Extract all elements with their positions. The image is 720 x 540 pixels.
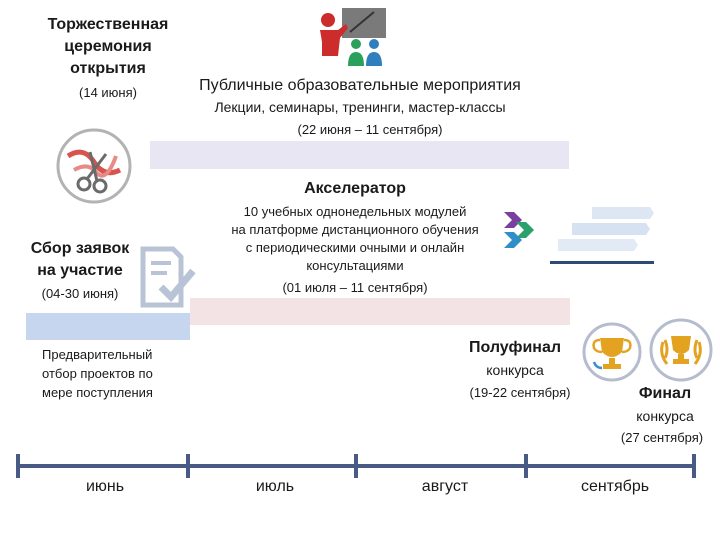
preselection-line-2: отбор проектов по: [42, 366, 153, 381]
ceremony-title-line-1: Торжественная: [20, 16, 196, 34]
presenter-board-icon: [316, 6, 388, 70]
final-title: Финал: [610, 385, 720, 403]
accelerator-title: Акселератор: [250, 180, 460, 198]
applications-title-line-1: Сбор заявок: [20, 240, 140, 258]
month-label-june: июнь: [60, 478, 150, 496]
final-subtitle: конкурса: [610, 408, 720, 424]
applications-title-line-2: на участие: [20, 262, 140, 280]
timeline-tick-september-start: [524, 454, 528, 478]
preselection-line-1: Предварительный: [42, 347, 152, 362]
timeline-tick-august-start: [354, 454, 358, 478]
semifinal-subtitle: конкурса: [445, 362, 585, 378]
public-events-subtitle: Лекции, семинары, тренинги, мастер-класс…: [160, 99, 560, 115]
accelerator-desc-line-3: с периодическими очными и онлайн: [200, 240, 510, 255]
accelerator-desc-line-4: консультациями: [200, 258, 510, 273]
public-events-bar: [150, 141, 569, 169]
timeline-tick-june-start: [16, 454, 20, 478]
accelerator-dates: (01 июля – 11 сентября): [200, 280, 510, 295]
public-events-dates: (22 июня – 11 сентября): [220, 122, 520, 137]
month-label-july: июль: [230, 478, 320, 496]
applications-dates: (04-30 июня): [20, 286, 140, 301]
month-label-august: август: [400, 478, 490, 496]
accelerator-desc-line-2: на платформе дистанционного обучения: [200, 222, 510, 237]
month-label-september: сентябрь: [560, 478, 670, 496]
ribbon-scissors-icon: [54, 126, 134, 206]
accelerator-desc-line-1: 10 учебных однонедельных модулей: [200, 204, 510, 219]
semifinal-dates: (19-22 сентября): [440, 385, 600, 400]
ceremony-title-line-3: открытия: [20, 60, 196, 78]
applications-bar: [26, 313, 190, 340]
timeline-tick-september-end: [692, 454, 696, 478]
accelerator-bar: [190, 298, 570, 325]
ceremony-title-line-2: церемония: [20, 38, 196, 56]
preselection-line-3: мере поступления: [42, 385, 153, 400]
final-dates: (27 сентября): [604, 430, 720, 445]
trophy-laurel-icon: [649, 318, 713, 382]
public-events-title: Публичные образовательные мероприятия: [160, 77, 560, 95]
chevron-arrows-icon: [502, 210, 542, 250]
speed-lines-icon: [550, 205, 658, 265]
checklist-icon: [139, 245, 195, 309]
trophy-icon: [582, 322, 642, 382]
semifinal-title: Полуфинал: [445, 339, 585, 357]
timeline-tick-july-start: [186, 454, 190, 478]
